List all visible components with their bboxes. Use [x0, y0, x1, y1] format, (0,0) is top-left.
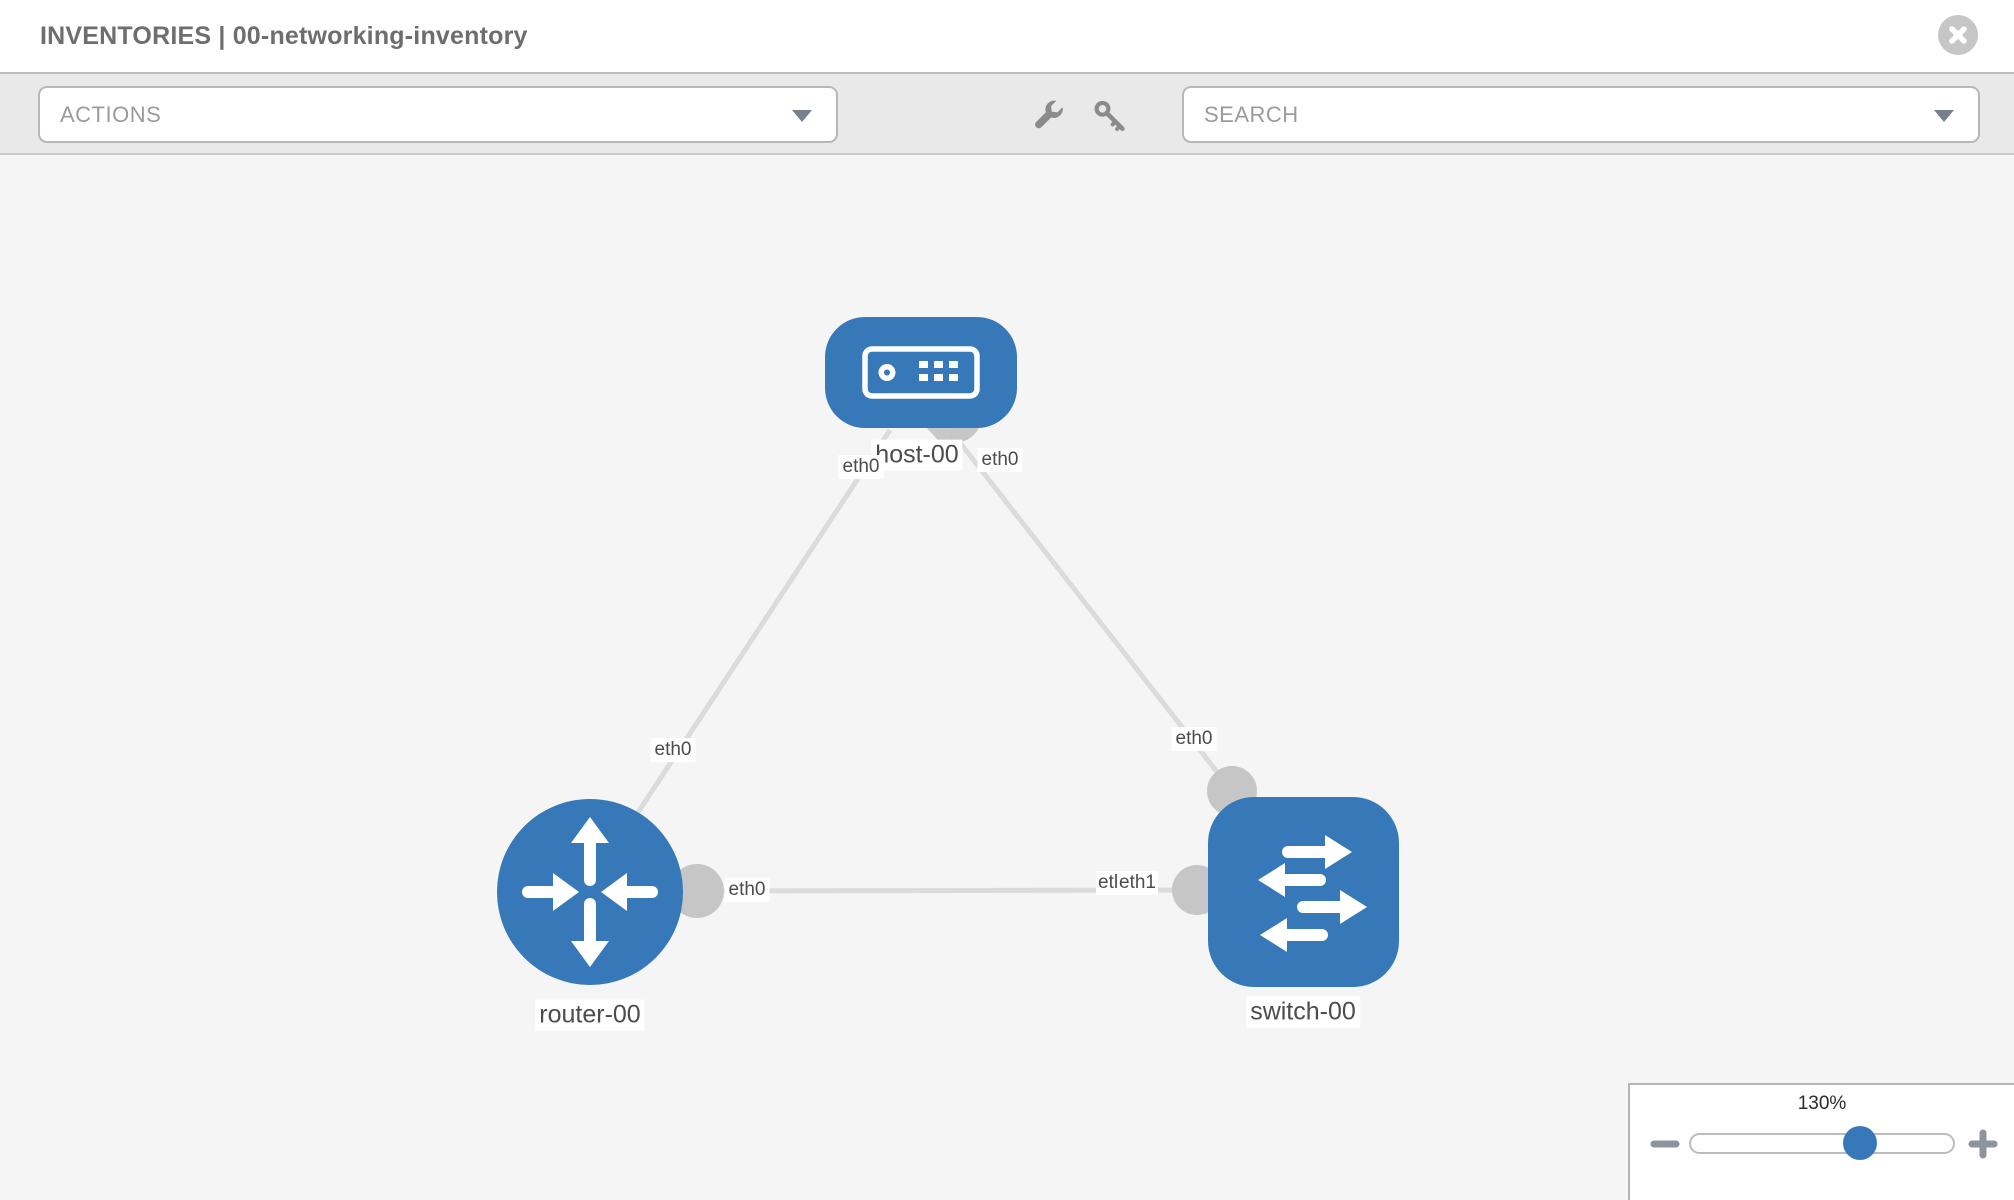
credentials-button[interactable]: [1090, 96, 1130, 136]
wrench-icon: [1035, 100, 1063, 129]
key-icon: [1094, 100, 1125, 132]
zoom-out-button[interactable]: [1648, 1131, 1682, 1157]
node-switch[interactable]: [1208, 797, 1399, 987]
host-icon: [862, 346, 980, 399]
actions-dropdown[interactable]: ACTIONS: [38, 86, 838, 143]
close-button[interactable]: [1938, 15, 1978, 55]
zoom-in-button[interactable]: [1966, 1125, 2000, 1163]
switch-icon: [1258, 835, 1367, 952]
node-router[interactable]: [497, 799, 683, 985]
zoom-control-panel: 130%: [1628, 1083, 2014, 1200]
zoom-slider-track[interactable]: [1689, 1133, 1955, 1154]
header: INVENTORIES | 00-networking-inventory: [0, 0, 2014, 72]
zoom-slider-thumb[interactable]: [1843, 1126, 1877, 1160]
zoom-level-value: 130%: [1797, 1093, 1847, 1114]
iface-label-router-eth0-top: eth0: [650, 738, 696, 762]
page-title: INVENTORIES | 00-networking-inventory: [40, 22, 528, 50]
iface-label-switch-eth0-top: eth0: [1171, 727, 1217, 751]
iface-label-router-eth0-right: eth0: [724, 878, 770, 902]
node-label-host: host-00: [871, 439, 963, 471]
topology-canvas[interactable]: host-00 router-00 switch-00 eth0 eth0 et…: [0, 155, 2014, 1200]
node-label-router: router-00: [535, 999, 645, 1031]
key-manage-button[interactable]: [1028, 96, 1068, 136]
router-icon: [522, 817, 658, 967]
search-dropdown[interactable]: SEARCH: [1182, 86, 1980, 143]
iface-label-host-eth0-right: eth0: [977, 448, 1023, 472]
actions-dropdown-label: ACTIONS: [60, 101, 162, 127]
chevron-down-icon: [1934, 109, 1954, 122]
iface-label-host-eth0-left: eth0: [838, 455, 884, 479]
interface-dot-router-eth0: [670, 864, 724, 918]
chevron-down-icon: [792, 109, 812, 122]
search-dropdown-label: SEARCH: [1204, 101, 1299, 127]
node-label-switch: switch-00: [1246, 996, 1360, 1028]
iface-label-switch-eth1-left: eth1: [1117, 871, 1158, 895]
plus-icon: [1968, 1129, 1998, 1159]
close-icon: [1949, 26, 1967, 44]
node-host[interactable]: [825, 317, 1017, 428]
link-router-host[interactable]: [597, 428, 893, 872]
toolbar: ACTIONS SEARCH: [0, 72, 2014, 155]
minus-icon: [1650, 1140, 1680, 1148]
